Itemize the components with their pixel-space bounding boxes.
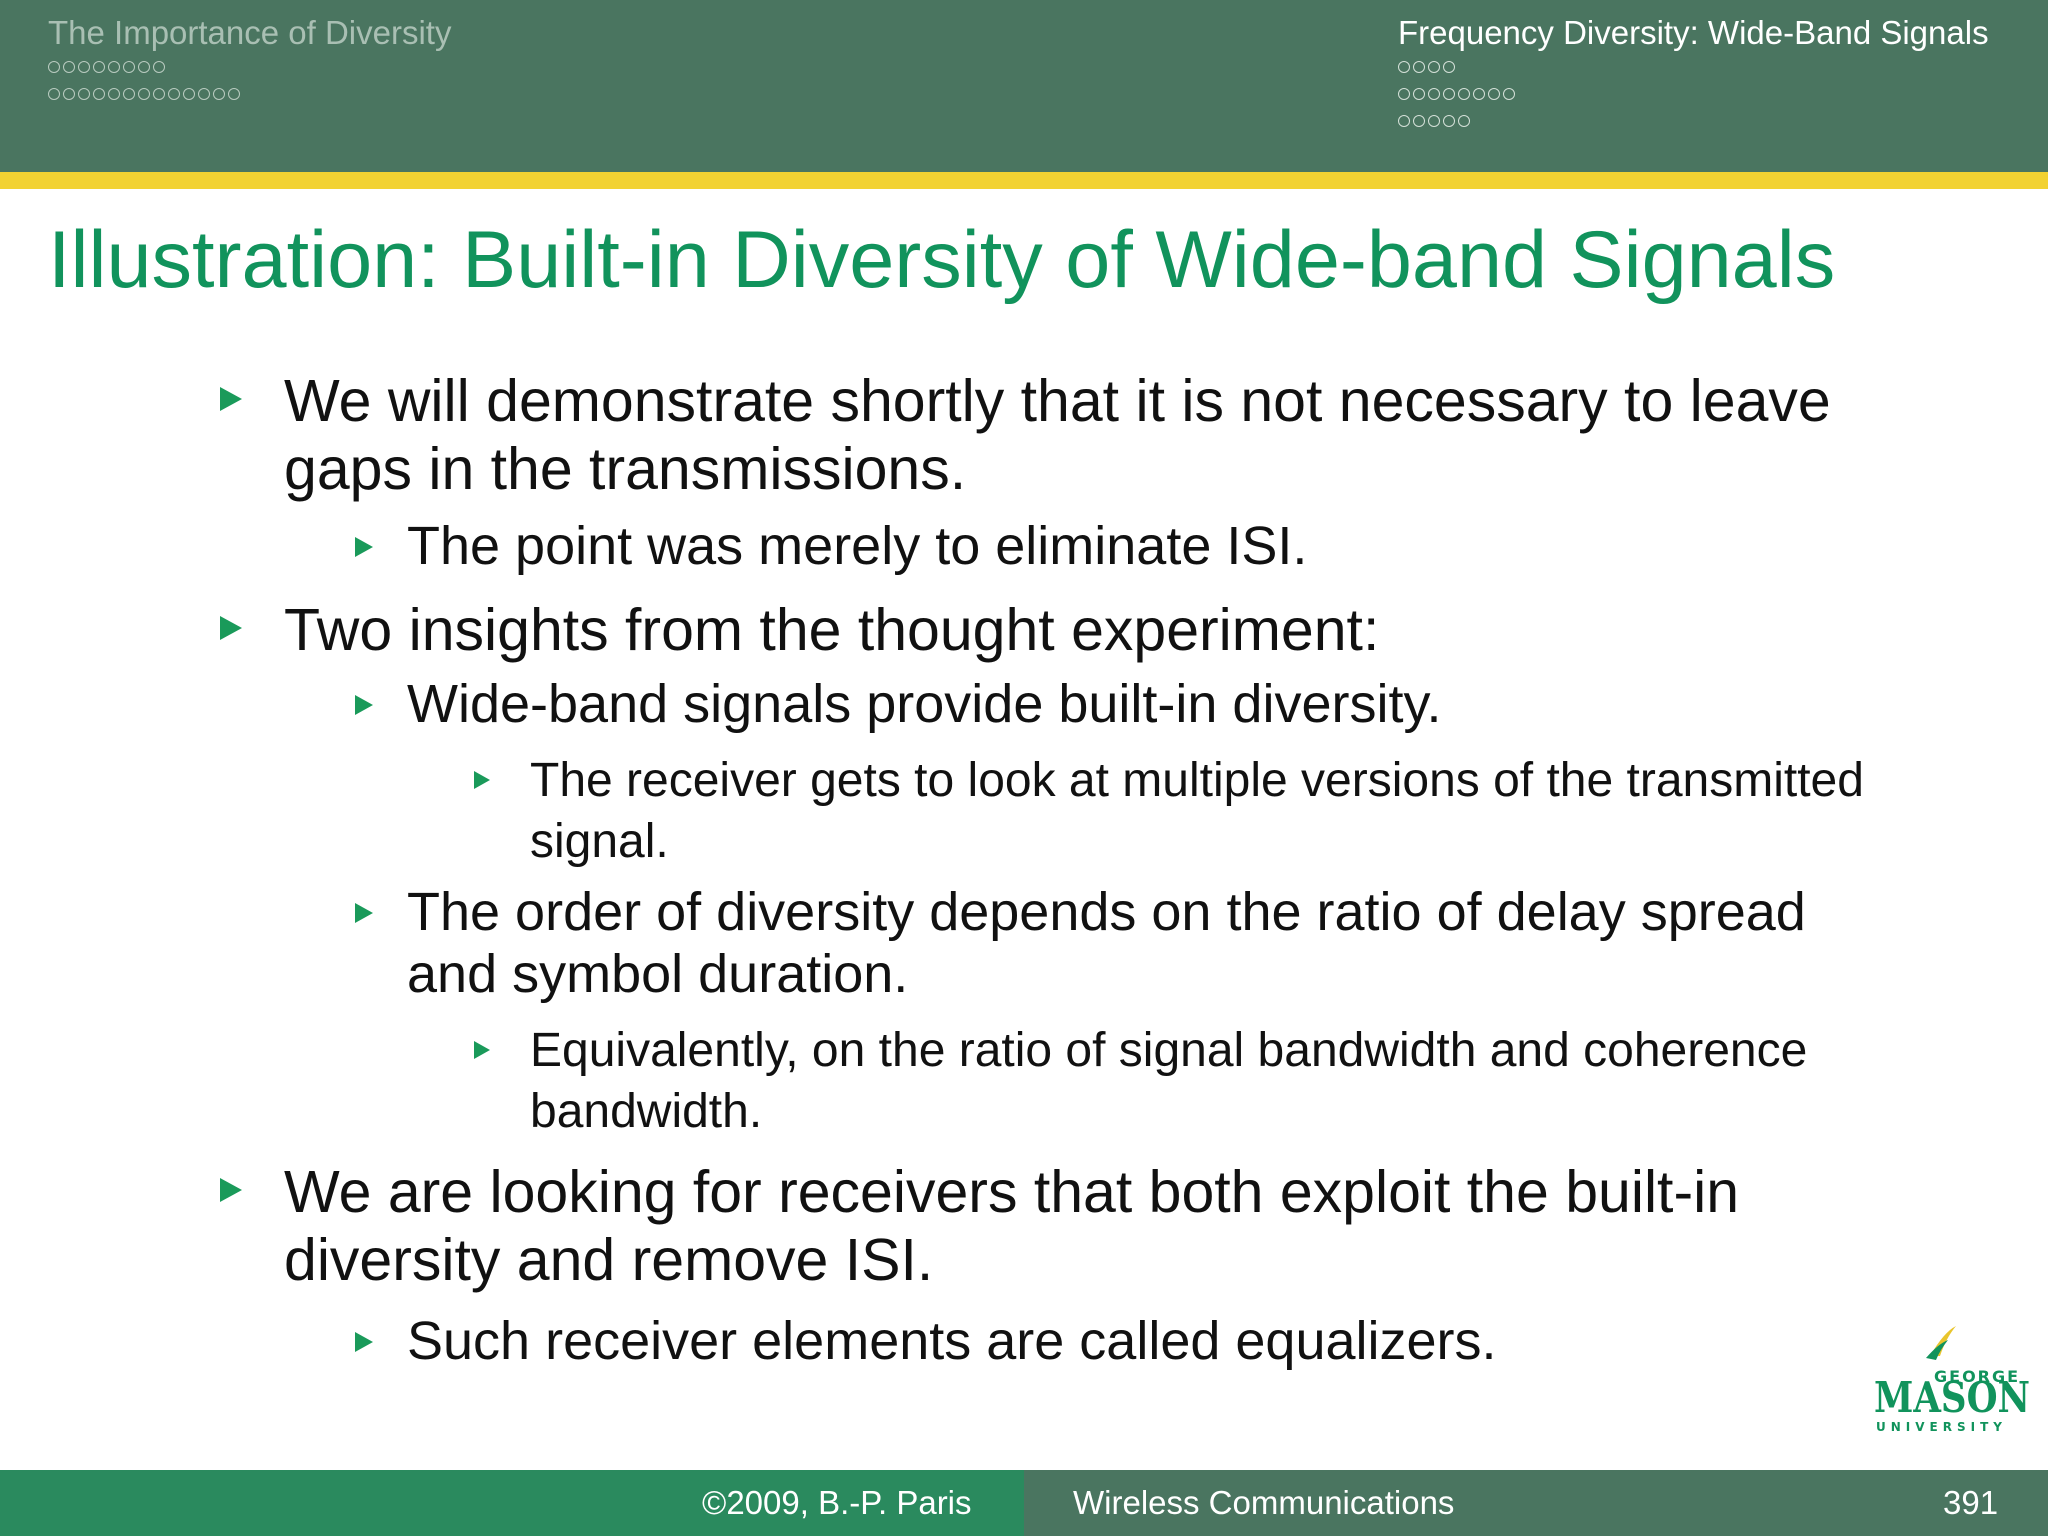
progress-dot[interactable] [1443, 115, 1455, 127]
progress-dot[interactable] [138, 88, 150, 100]
bullet-text: The receiver gets to look at multiple ve… [530, 754, 1864, 868]
header-accent-stripe [0, 172, 2048, 189]
progress-dot[interactable] [1398, 88, 1410, 100]
progress-dot[interactable] [198, 88, 210, 100]
logo-leaf-icon [1926, 1340, 1948, 1360]
bullet-triangle-icon [355, 695, 373, 715]
progress-dot[interactable] [63, 88, 75, 100]
logo-graphic: GEORGE MASON UNIVERSITY [1874, 1326, 2030, 1434]
slide-body: We will demonstrate shortly that it is n… [220, 367, 1930, 1372]
progress-dot[interactable] [1413, 88, 1425, 100]
bullet-triangle-icon [474, 1041, 490, 1059]
section-progress-dots [1398, 88, 1989, 103]
progress-dot[interactable] [63, 61, 75, 73]
bullet-triangle-icon [474, 771, 490, 789]
logo-university-text: UNIVERSITY [1876, 1420, 2007, 1434]
slide-title: Illustration: Built-in Diversity of Wide… [48, 215, 1836, 305]
bullet-item: We will demonstrate shortly that it is n… [220, 367, 1904, 503]
bullet-text: We will demonstrate shortly that it is n… [284, 368, 1831, 502]
bullet-item: Two insights from the thought experiment… [220, 596, 1904, 664]
bullet-triangle-icon [220, 1178, 242, 1202]
section-progress-dots [48, 61, 451, 76]
bullet-triangle-icon [355, 537, 373, 557]
progress-dot[interactable] [123, 88, 135, 100]
footer-course-title: Wireless Communications [1073, 1484, 1455, 1521]
progress-dot[interactable] [78, 88, 90, 100]
progress-dot[interactable] [1413, 115, 1425, 127]
bullet-text: The point was merely to eliminate ISI. [407, 516, 1308, 576]
progress-dot[interactable] [1413, 61, 1425, 73]
bullet-triangle-icon [355, 1332, 373, 1352]
sub-bullet-item: Wide-band signals provide built-in diver… [355, 673, 1907, 735]
progress-dot[interactable] [93, 88, 105, 100]
section-title-left[interactable]: The Importance of Diversity [48, 14, 452, 51]
progress-dot[interactable] [93, 61, 105, 73]
bullet-item: We are looking for receivers that both e… [220, 1158, 1904, 1294]
footer-left-panel: ©2009, B.-P. Paris [0, 1470, 1024, 1536]
section-progress-dots [48, 88, 451, 103]
progress-dot[interactable] [228, 88, 240, 100]
footer-copyright: ©2009, B.-P. Paris [702, 1484, 972, 1521]
bullet-text: Equivalently, on the ratio of signal ban… [530, 1024, 1808, 1138]
progress-dot[interactable] [1428, 88, 1440, 100]
progress-dot[interactable] [168, 88, 180, 100]
footer-right-panel: Wireless Communications 391 [1024, 1470, 2048, 1536]
progress-dot[interactable] [1458, 115, 1470, 127]
progress-dot[interactable] [1398, 115, 1410, 127]
section-nav-left[interactable]: The Importance of Diversity [48, 14, 451, 103]
bullet-triangle-icon [220, 616, 242, 640]
progress-dot[interactable] [1428, 115, 1440, 127]
university-logo: GEORGE MASON UNIVERSITY [1872, 1322, 2032, 1438]
sub-bullet-item: Such receiver elements are called equali… [355, 1310, 1907, 1372]
progress-dot[interactable] [153, 88, 165, 100]
bullet-text: The order of diversity depends on the ra… [407, 882, 1806, 1004]
progress-dot[interactable] [48, 88, 60, 100]
bullet-text: We are looking for receivers that both e… [284, 1159, 1740, 1293]
bullet-triangle-icon [220, 387, 242, 411]
logo-george-text: GEORGE [1934, 1367, 2020, 1386]
progress-dot[interactable] [1398, 61, 1410, 73]
progress-dot[interactable] [1473, 88, 1485, 100]
section-nav-right[interactable]: Frequency Diversity: Wide-Band Signals [1398, 14, 1989, 130]
progress-dot[interactable] [123, 61, 135, 73]
progress-dot[interactable] [48, 61, 60, 73]
progress-dot[interactable] [1443, 88, 1455, 100]
progress-dot[interactable] [1488, 88, 1500, 100]
slide-header: The Importance of Diversity Frequency Di… [0, 0, 2048, 172]
bullet-text: Such receiver elements are called equali… [407, 1311, 1497, 1371]
section-title-right[interactable]: Frequency Diversity: Wide-Band Signals [1398, 14, 1989, 51]
progress-dot[interactable] [153, 61, 165, 73]
progress-dot[interactable] [1458, 88, 1470, 100]
progress-dot[interactable] [213, 88, 225, 100]
bullet-text: Two insights from the thought experiment… [284, 597, 1380, 663]
sub-bullet-item: The point was merely to eliminate ISI. [355, 515, 1907, 577]
progress-dot[interactable] [1443, 61, 1455, 73]
progress-dot[interactable] [78, 61, 90, 73]
slide-footer: ©2009, B.-P. Paris Wireless Communicatio… [0, 1470, 2048, 1536]
sub-sub-bullet-item: The receiver gets to look at multiple ve… [474, 750, 1930, 872]
progress-dot[interactable] [138, 61, 150, 73]
progress-dot[interactable] [183, 88, 195, 100]
progress-dot[interactable] [108, 61, 120, 73]
footer-page-number: 391 [1943, 1484, 1999, 1521]
logo-mason-text: MASON [1874, 1373, 2030, 1422]
sub-sub-bullet-item: Equivalently, on the ratio of signal ban… [474, 1020, 1930, 1142]
progress-dot[interactable] [108, 88, 120, 100]
progress-dot[interactable] [1428, 61, 1440, 73]
bullet-text: Wide-band signals provide built-in diver… [407, 674, 1442, 734]
bullet-triangle-icon [355, 903, 373, 923]
section-progress-dots [1398, 115, 1989, 130]
progress-dot[interactable] [1503, 88, 1515, 100]
section-progress-dots [1398, 61, 1989, 76]
sub-bullet-item: The order of diversity depends on the ra… [355, 881, 1907, 1005]
